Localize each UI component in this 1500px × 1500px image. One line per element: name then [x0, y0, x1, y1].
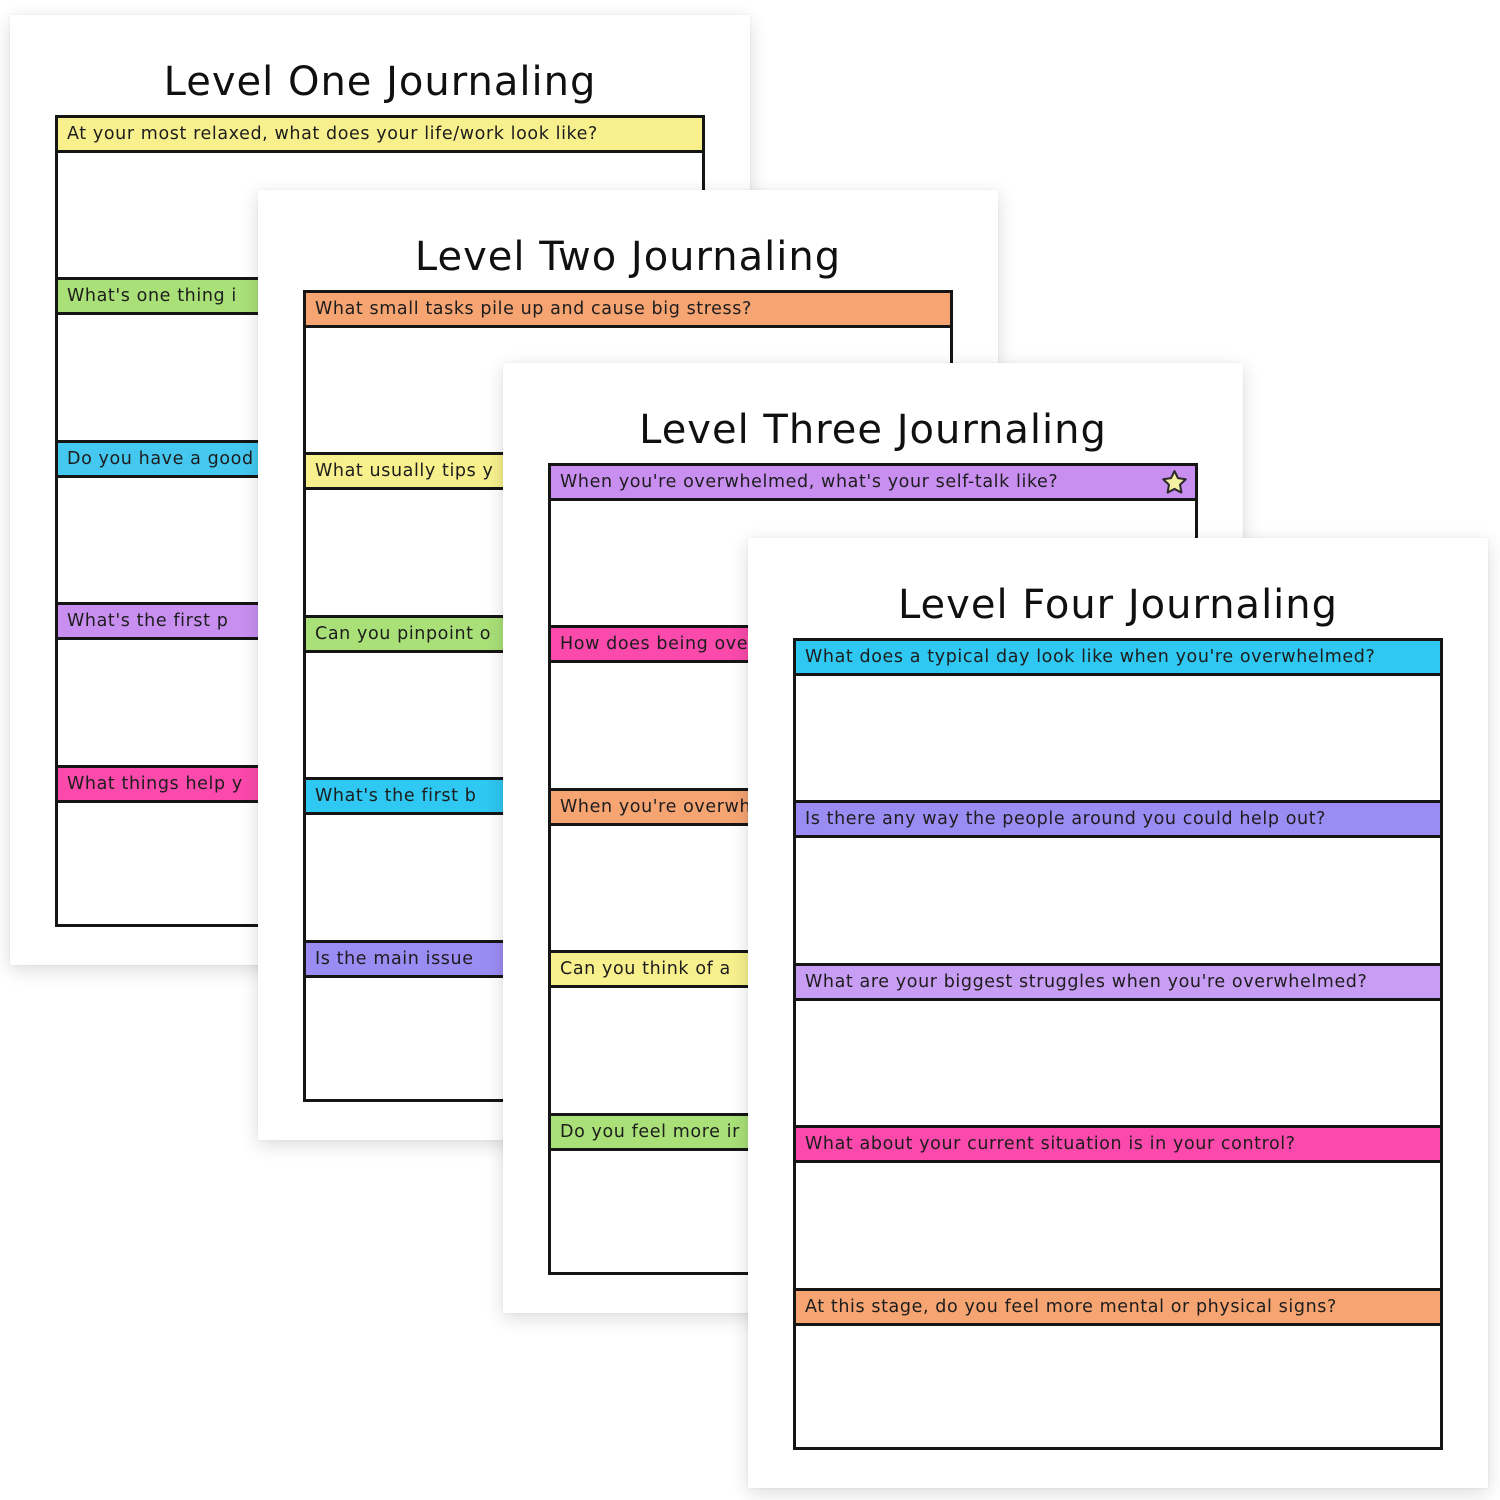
- question-text: At this stage, do you feel more mental o…: [805, 1297, 1337, 1317]
- page-title: Level Two Journaling: [414, 234, 842, 280]
- question-bar: When you're overwhelmed, what's your sel…: [548, 463, 1198, 501]
- question-text: What does a typical day look like when y…: [805, 647, 1376, 667]
- question-bar: What does a typical day look like when y…: [793, 638, 1443, 676]
- question-text: What's the first b: [315, 786, 477, 806]
- worksheet-box: What does a typical day look like when y…: [793, 638, 1443, 1450]
- question-bar: At your most relaxed, what does your lif…: [55, 115, 705, 153]
- page-title: Level One Journaling: [163, 59, 597, 105]
- question-text: What's the first p: [67, 611, 229, 631]
- page-title: Level Three Journaling: [639, 407, 1107, 453]
- question-text: What are your biggest struggles when you…: [805, 972, 1368, 992]
- question-bar: Is there any way the people around you c…: [793, 800, 1443, 838]
- question-text: When you're overwh: [560, 797, 752, 817]
- question-text: What usually tips y: [315, 461, 494, 481]
- question-text: How does being ove: [560, 634, 749, 654]
- question-bar: What are your biggest struggles when you…: [793, 963, 1443, 1001]
- star-icon: [1162, 470, 1187, 494]
- page-title: Level Four Journaling: [897, 582, 1339, 628]
- question-text: At your most relaxed, what does your lif…: [67, 124, 598, 144]
- page-level-four: Level Four Journaling What does a typica…: [748, 538, 1488, 1488]
- question-text: What small tasks pile up and cause big s…: [315, 299, 752, 319]
- question-text: Is there any way the people around you c…: [805, 809, 1327, 829]
- question-text: When you're overwhelmed, what's your sel…: [560, 472, 1059, 492]
- question-text: Do you have a good: [67, 449, 254, 469]
- question-text: Can you pinpoint o: [315, 624, 492, 644]
- question-bar: At this stage, do you feel more mental o…: [793, 1288, 1443, 1326]
- question-text: Can you think of a: [560, 959, 731, 979]
- question-text: Is the main issue: [315, 949, 474, 969]
- question-text: What things help y: [67, 774, 243, 794]
- question-bar: What about your current situation is in …: [793, 1125, 1443, 1163]
- question-text: What about your current situation is in …: [805, 1134, 1296, 1154]
- question-bar: What small tasks pile up and cause big s…: [303, 290, 953, 328]
- question-text: What's one thing i: [67, 286, 237, 306]
- question-text: Do you feel more ir: [560, 1122, 740, 1142]
